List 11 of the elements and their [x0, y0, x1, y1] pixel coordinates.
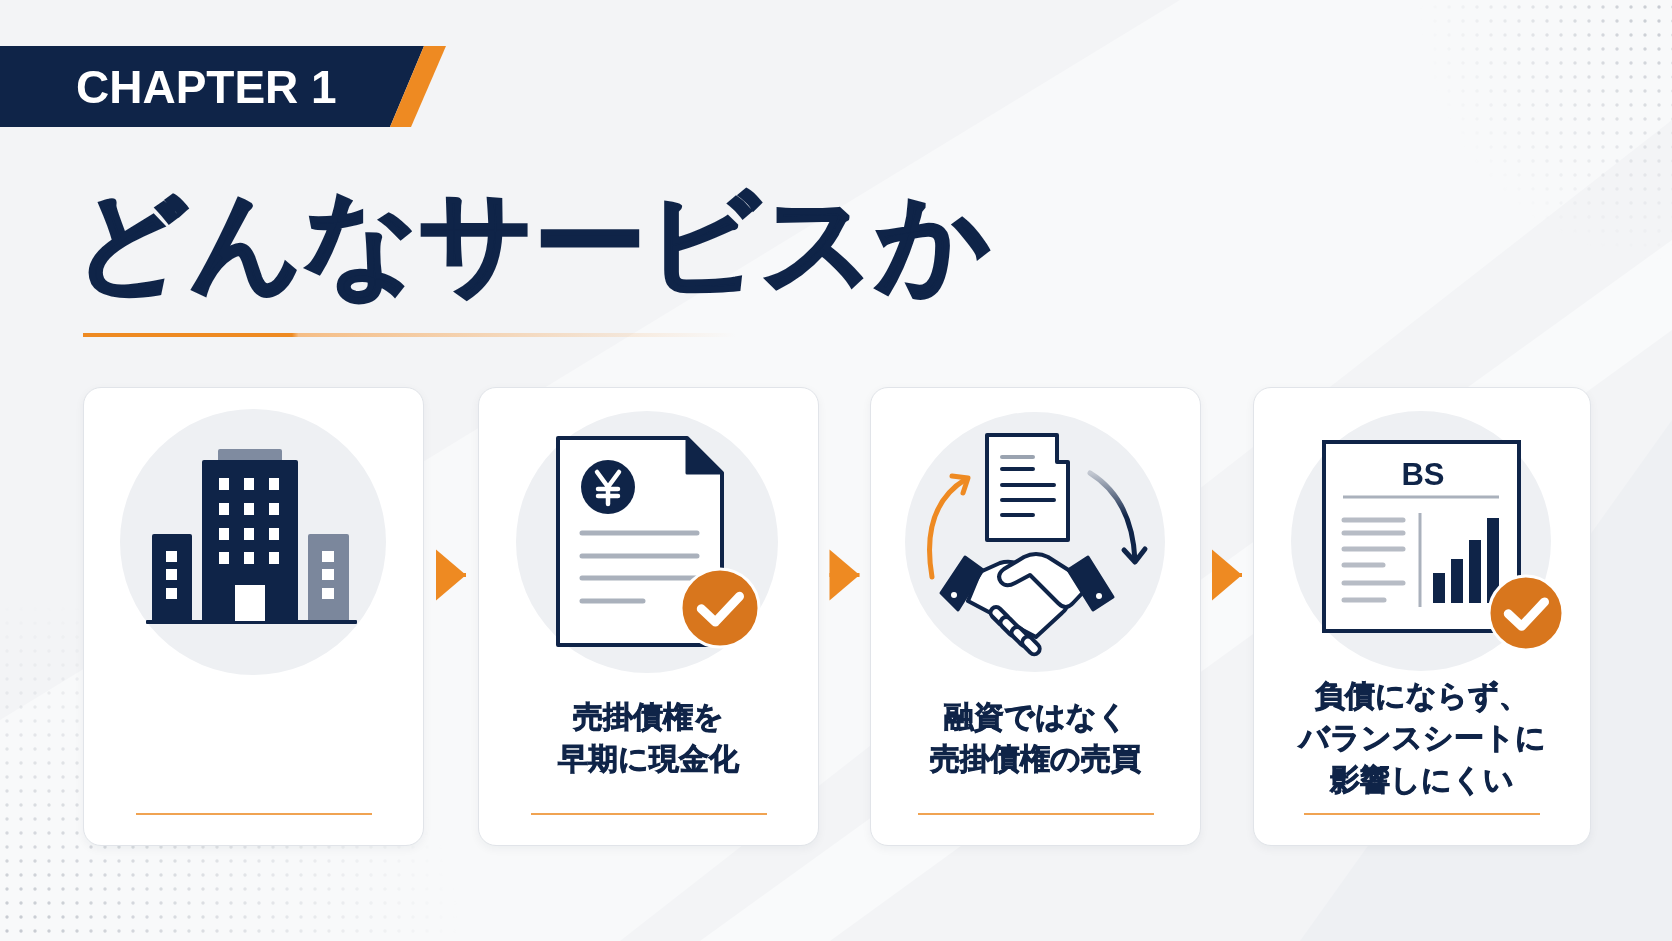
feature-card [478, 387, 819, 846]
card-caption: 売掛債権を早期に現金化 [558, 698, 739, 778]
sheet-heading: BS [1401, 458, 1445, 490]
feature-card [1253, 387, 1591, 846]
chapter-label: CHAPTER 1 [76, 63, 337, 110]
feature-card [83, 387, 424, 846]
card-caption: 負債にならず、バランスシートに影響しにくい [1298, 677, 1546, 799]
chapter-banner [0, 46, 446, 127]
card-caption: 融資ではなく売掛債権の売買 [930, 698, 1141, 778]
feature-card [870, 387, 1201, 846]
page-title: どんなサービスか [73, 176, 992, 309]
